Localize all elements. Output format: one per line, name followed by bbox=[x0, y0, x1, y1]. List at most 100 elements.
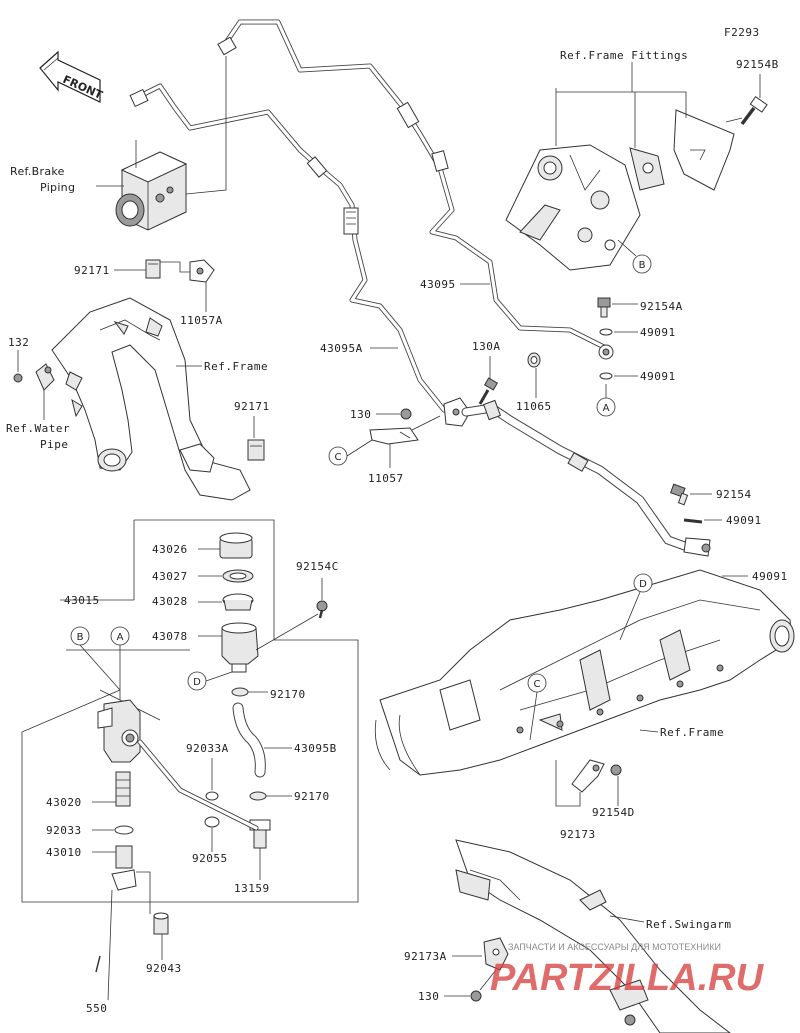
junction-block bbox=[443, 397, 471, 427]
pin-92043 bbox=[153, 912, 169, 935]
push-rod-43010 bbox=[111, 845, 137, 891]
callout-92033: 92033 bbox=[46, 824, 82, 837]
callout-92171-a: 92171 bbox=[74, 264, 110, 277]
plate-43027 bbox=[222, 569, 254, 583]
piston-43020 bbox=[115, 771, 131, 807]
callout-43026: 43026 bbox=[152, 543, 188, 556]
bolt-130-bottom bbox=[470, 990, 482, 1002]
grommet-11065 bbox=[527, 352, 541, 368]
marker-B-top: B bbox=[632, 254, 652, 274]
bolt-92154D bbox=[610, 764, 622, 776]
watermark-tagline: ЗАПЧАСТИ И АКСЕССУАРЫ ДЛЯ МОТОТЕХНИКИ bbox=[508, 942, 721, 952]
callout-92170-b: 92170 bbox=[294, 790, 330, 803]
watermark-brand: PARTZILLA.RU bbox=[490, 957, 765, 999]
bolt-130 bbox=[400, 408, 412, 420]
ref-water-pipe-label-1: Ref.Water bbox=[6, 422, 70, 435]
callout-43020: 43020 bbox=[46, 796, 82, 809]
marker-B-left: B bbox=[70, 626, 90, 646]
bracket-11057A bbox=[189, 259, 215, 283]
callout-92173: 92173 bbox=[560, 828, 596, 841]
clamp-92171-top bbox=[145, 259, 161, 279]
ref-frame-top-label: Ref.Frame bbox=[204, 360, 268, 373]
bolt-92154B bbox=[740, 96, 768, 126]
bracket-11057 bbox=[369, 427, 419, 445]
diaphragm-43028 bbox=[222, 593, 254, 611]
marker-C-frame: C bbox=[527, 673, 547, 693]
callout-92154: 92154 bbox=[716, 488, 752, 501]
bolt-92154A bbox=[597, 297, 611, 318]
callout-43095: 43095 bbox=[420, 278, 456, 291]
marker-C-frame-text: C bbox=[534, 679, 541, 690]
marker-C-top-text: C bbox=[335, 452, 342, 463]
screw-92154C bbox=[316, 600, 328, 619]
marker-B-top-text: B bbox=[639, 260, 646, 271]
callout-92154C: 92154C bbox=[296, 560, 339, 573]
callout-92154D: 92154D bbox=[592, 806, 635, 819]
frame-bottom bbox=[374, 569, 795, 776]
marker-A-top: A bbox=[596, 397, 616, 417]
callout-43095B: 43095B bbox=[294, 742, 337, 755]
callout-92173A: 92173A bbox=[404, 950, 447, 963]
callout-92154B: 92154B bbox=[736, 58, 779, 71]
master-cylinder-body bbox=[97, 699, 259, 831]
reservoir-43078 bbox=[221, 622, 259, 673]
callout-92171-b: 92171 bbox=[234, 400, 270, 413]
ref-brake-piping-label-1: Ref.Brake bbox=[10, 165, 65, 178]
bolt-92154 bbox=[670, 483, 689, 506]
clamp-92170-b bbox=[249, 791, 267, 801]
bolt-130A bbox=[478, 377, 499, 405]
callout-49091-d: 49091 bbox=[752, 570, 788, 583]
cotter-pin-550 bbox=[95, 955, 101, 973]
bolt-132 bbox=[13, 373, 23, 383]
callout-43095A: 43095A bbox=[320, 342, 363, 355]
callout-11057A: 11057A bbox=[180, 314, 223, 327]
clamp-92171-lower bbox=[247, 439, 265, 461]
marker-D-frame-text: D bbox=[639, 579, 647, 590]
cap-43026 bbox=[219, 532, 253, 559]
brake-pipe-43095A bbox=[129, 83, 447, 413]
ref-frame-fittings-label: Ref.Frame Fittings bbox=[560, 49, 688, 62]
abs-unit bbox=[115, 140, 188, 231]
callout-43015: 43015 bbox=[64, 594, 100, 607]
banjo-fitting-lower bbox=[683, 537, 711, 557]
ref-water-pipe-label-2: Pipe bbox=[40, 438, 69, 451]
callout-49091-a: 49091 bbox=[640, 326, 676, 339]
callout-92170-a: 92170 bbox=[270, 688, 306, 701]
ref-frame-bottom-label: Ref.Frame bbox=[660, 726, 724, 739]
callout-43078: 43078 bbox=[152, 630, 188, 643]
ref-brake-piping-label-2: Piping bbox=[40, 181, 75, 194]
marker-A-left-text: A bbox=[117, 632, 124, 643]
callout-130-b: 130 bbox=[418, 990, 439, 1003]
water-pipe-bracket bbox=[35, 363, 55, 391]
oring-92033 bbox=[114, 825, 134, 835]
front-arrow-icon: FRONT bbox=[39, 50, 105, 103]
callout-92043: 92043 bbox=[146, 962, 182, 975]
oring-92055 bbox=[204, 816, 220, 828]
bracket-92173A bbox=[483, 937, 509, 971]
marker-A-top-text: A bbox=[603, 403, 610, 414]
swingarm bbox=[455, 839, 731, 1033]
marker-A-left: A bbox=[110, 626, 130, 646]
callout-13159: 13159 bbox=[234, 882, 270, 895]
fitting-13159 bbox=[249, 819, 271, 849]
washer-49091-c bbox=[683, 518, 703, 524]
callout-43028: 43028 bbox=[152, 595, 188, 608]
marker-C-top: C bbox=[328, 446, 348, 466]
frame-fittings bbox=[505, 109, 735, 271]
brake-pipe-43095 bbox=[217, 19, 614, 360]
diagram-code: F2293 bbox=[724, 26, 760, 39]
hose-43095B bbox=[232, 702, 266, 778]
ref-swingarm-label: Ref.Swingarm bbox=[646, 918, 731, 931]
brake-hose bbox=[461, 399, 695, 553]
marker-B-left-text: B bbox=[77, 632, 84, 643]
callout-130: 130 bbox=[350, 408, 371, 421]
callout-130A: 130A bbox=[472, 340, 501, 353]
callout-550: 550 bbox=[86, 1002, 107, 1015]
washer-49091-a bbox=[599, 328, 613, 336]
callout-49091-b: 49091 bbox=[640, 370, 676, 383]
marker-D-left: D bbox=[187, 671, 207, 691]
callout-43010: 43010 bbox=[46, 846, 82, 859]
callout-92055: 92055 bbox=[192, 852, 228, 865]
